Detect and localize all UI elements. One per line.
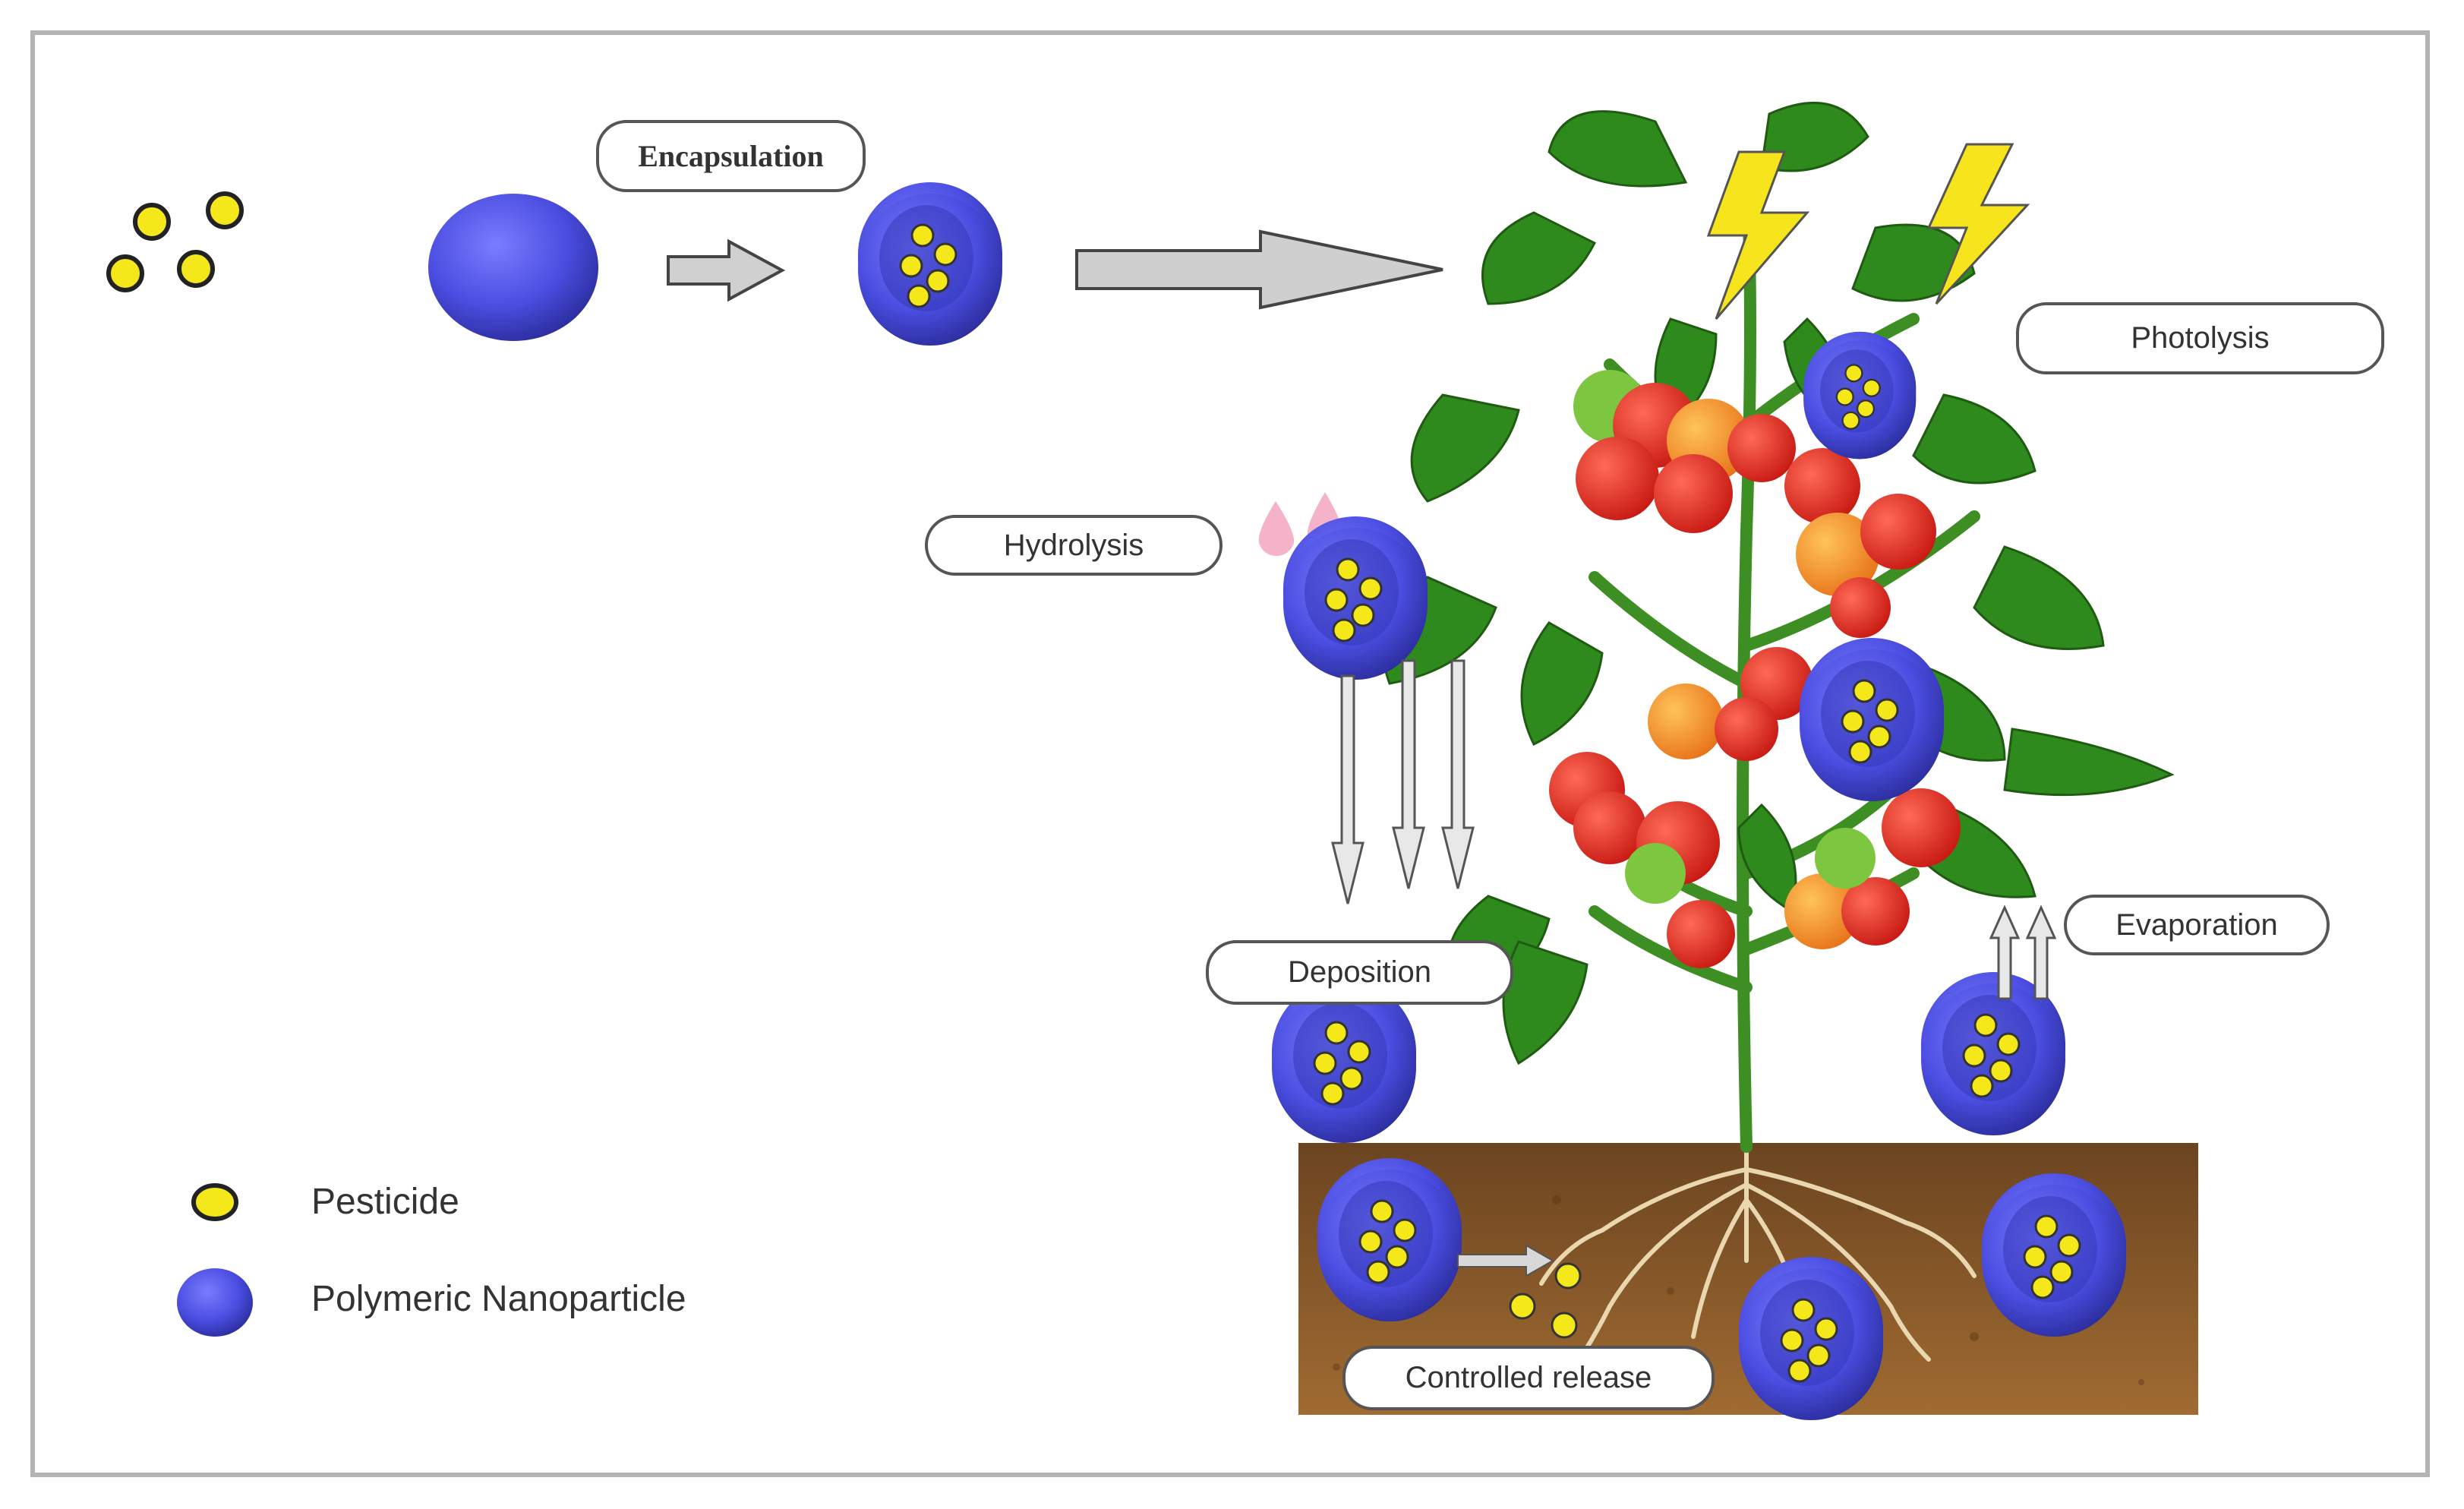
nanoparticle-hydrolysis [1282, 515, 1429, 681]
water-droplet-icon [1258, 501, 1295, 557]
deposition-arrow [1331, 674, 1365, 905]
deposition-arrow [1441, 659, 1475, 890]
legend-pesticide-label: Pesticide [311, 1182, 459, 1222]
nanoparticle-soil-3 [1980, 1172, 2128, 1338]
label-evaporation: Evaporation [2064, 895, 2330, 955]
lightning-bolt-icon [1926, 143, 2030, 305]
label-photolysis: Photolysis [2016, 302, 2384, 374]
legend-nanoparticle-icon [177, 1268, 253, 1337]
released-pesticide [1509, 1262, 1582, 1339]
nanoparticle-leaf [1798, 636, 1945, 803]
release-arrow [1457, 1244, 1555, 1277]
empty-nanoparticle [428, 194, 598, 341]
label-controlled-release: Controlled release [1342, 1346, 1715, 1410]
deposition-arrow [1392, 659, 1425, 890]
nanoparticle-photolysis [1802, 330, 1917, 460]
loaded-nanoparticle [857, 181, 1004, 347]
plant-roots [1539, 1141, 1977, 1362]
tomatoes [1549, 370, 1961, 968]
pesticide-cluster [106, 191, 244, 292]
nanoparticle-soil-2 [1737, 1255, 1885, 1422]
delivery-arrow [1075, 229, 1443, 310]
legend-pesticide-icon [191, 1183, 238, 1221]
legend-nanoparticle-label: Polymeric Nanoparticle [311, 1279, 686, 1319]
encapsulation-arrow [667, 238, 786, 302]
label-encapsulation: Encapsulation [596, 120, 866, 192]
label-deposition: Deposition [1206, 940, 1513, 1005]
nanoparticle-soil-1 [1316, 1157, 1463, 1323]
lightning-bolt-icon [1706, 150, 1810, 320]
label-hydrolysis: Hydrolysis [925, 515, 1223, 576]
